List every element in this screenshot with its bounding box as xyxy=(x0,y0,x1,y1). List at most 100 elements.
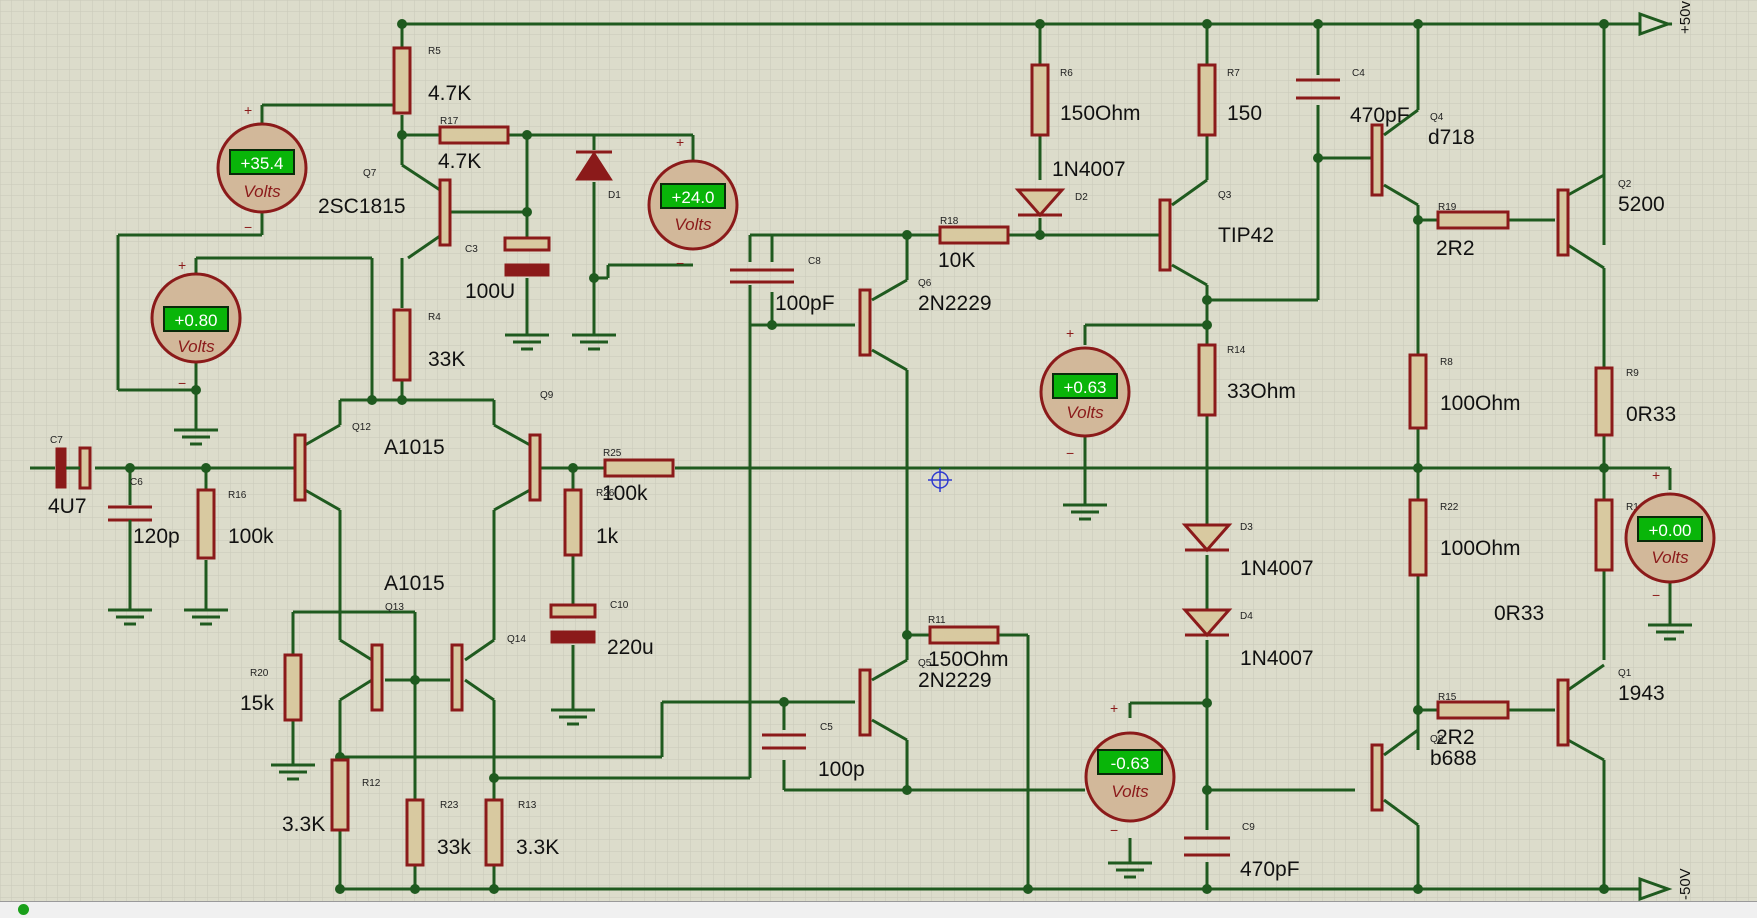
transistor-q9[interactable]: Q9 xyxy=(528,390,554,502)
voltmeter-vm5[interactable]: -0.63 Volts +− xyxy=(1084,700,1176,838)
capacitor-c9[interactable]: C9 470pF xyxy=(1184,822,1300,881)
svg-text:1N4007: 1N4007 xyxy=(1052,158,1126,181)
transistor-q4[interactable]: Q4 d718 xyxy=(1370,112,1475,197)
voltmeter-vm3[interactable]: +24.0 Volts +− xyxy=(647,134,739,271)
svg-text:+24.0: +24.0 xyxy=(671,188,714,207)
resistor-r17[interactable]: R17 4.7K xyxy=(438,116,510,173)
resistor-r5[interactable]: R5 4.7K xyxy=(392,46,471,115)
resistor-r19[interactable]: R19 2R2 xyxy=(1436,202,1510,260)
svg-text:33k: 33k xyxy=(437,836,471,859)
zener-diode-d1[interactable]: D1 xyxy=(575,150,621,201)
svg-text:C3: C3 xyxy=(465,244,478,255)
resistor-r9[interactable]: R9 0R33 xyxy=(1594,366,1676,437)
svg-text:+: + xyxy=(1652,467,1660,483)
transistor-q5[interactable]: Q5 2N2229 xyxy=(858,658,992,737)
svg-text:2N2229: 2N2229 xyxy=(918,669,992,692)
transistor-q3[interactable]: Q3 TIP42 xyxy=(1158,190,1274,272)
svg-text:Volts: Volts xyxy=(1651,548,1689,567)
diode-d3[interactable]: D3 1N4007 xyxy=(1181,522,1314,580)
svg-text:4.7K: 4.7K xyxy=(438,150,481,173)
resistor-r26[interactable]: R26 1k xyxy=(563,488,619,557)
resistor-r14[interactable]: R14 33Ohm xyxy=(1197,343,1296,417)
capacitor-c3[interactable]: C3 100U xyxy=(465,236,551,303)
svg-text:R20: R20 xyxy=(250,668,269,679)
capacitor-c5[interactable]: C5 100p xyxy=(762,722,865,781)
resistor-r25[interactable]: R25 100k xyxy=(602,448,675,505)
diode-d4[interactable]: D4 1N4007 xyxy=(1181,608,1314,670)
svg-text:4.7K: 4.7K xyxy=(428,82,471,105)
transistor-q7[interactable]: Q7 2SC1815 xyxy=(318,168,452,247)
svg-text:R12: R12 xyxy=(362,778,381,789)
svg-text:2R2: 2R2 xyxy=(1436,237,1475,260)
resistor-r8[interactable]: R8 100Ohm xyxy=(1408,353,1521,430)
svg-text:R13: R13 xyxy=(518,800,537,811)
capacitor-c7[interactable]: C7 4U7 xyxy=(48,435,92,518)
diode-d2[interactable]: D2 1N4007 xyxy=(1014,158,1126,218)
svg-text:100p: 100p xyxy=(818,758,865,781)
svg-text:-50V: -50V xyxy=(1677,868,1694,900)
svg-text:33K: 33K xyxy=(428,348,465,371)
svg-text:+: + xyxy=(1066,325,1074,341)
svg-text:D1: D1 xyxy=(608,190,621,201)
resistor-r4[interactable]: R4 33K xyxy=(392,308,465,382)
svg-text:-0.63: -0.63 xyxy=(1111,754,1150,773)
voltmeter-vm1[interactable]: +35.4 Volts +− xyxy=(216,102,308,235)
capacitor-c8[interactable]: C8 100pF xyxy=(730,233,835,325)
transistor-q14[interactable]: Q14 xyxy=(450,634,526,712)
svg-text:3.3K: 3.3K xyxy=(516,836,559,859)
voltmeter-vm2[interactable]: +0.80 Volts +− xyxy=(150,257,242,391)
svg-text:−: − xyxy=(1066,445,1074,461)
svg-text:C6: C6 xyxy=(130,477,143,488)
svg-text:1N4007: 1N4007 xyxy=(1240,647,1314,670)
svg-text:150Ohm: 150Ohm xyxy=(928,648,1009,671)
svg-text:R16: R16 xyxy=(228,490,247,501)
voltmeter-vm6[interactable]: +0.00 Volts + − xyxy=(1624,467,1716,603)
svg-text:R18: R18 xyxy=(940,216,959,227)
resistor-r13[interactable]: R13 3.3K xyxy=(484,798,559,867)
svg-text:Volts: Volts xyxy=(177,337,215,356)
svg-text:R11: R11 xyxy=(928,615,946,626)
resistor-r10[interactable]: R1 0R33 xyxy=(1494,498,1639,625)
svg-text:C5: C5 xyxy=(820,722,833,733)
capacitor-c10[interactable]: C10 220u xyxy=(549,600,654,659)
svg-text:−: − xyxy=(1652,587,1660,603)
svg-text:+0.63: +0.63 xyxy=(1063,378,1106,397)
svg-text:R26: R26 xyxy=(596,488,615,499)
resistor-r20[interactable]: R20 15k xyxy=(240,653,303,722)
svg-text:Q1: Q1 xyxy=(1618,668,1632,679)
svg-text:+50v: +50v xyxy=(1677,1,1694,34)
svg-text:470pF: 470pF xyxy=(1240,858,1300,881)
svg-text:0R33: 0R33 xyxy=(1494,602,1544,625)
resistor-r6[interactable]: R6 150Ohm xyxy=(1030,63,1141,137)
transistor-q1[interactable]: Q1 1943 xyxy=(1556,668,1665,747)
svg-text:+0.00: +0.00 xyxy=(1648,521,1691,540)
resistor-r15[interactable]: R15 2R2 xyxy=(1436,692,1510,749)
transistor-q13[interactable]: Q13 A1015 xyxy=(370,572,445,712)
transistor-q12[interactable]: Q12 A1015 xyxy=(293,422,445,502)
resistor-r23[interactable]: R23 33k xyxy=(405,798,471,867)
svg-text:2N2229: 2N2229 xyxy=(918,292,992,315)
svg-text:100k: 100k xyxy=(228,525,274,548)
resistor-r12[interactable]: R12 3.3K xyxy=(282,758,381,836)
resistor-r16[interactable]: R16 100k xyxy=(196,488,274,560)
resistor-r11[interactable]: R11 150Ohm xyxy=(928,615,1009,671)
capacitor-c4[interactable]: C4 470pF xyxy=(1296,68,1410,127)
crosshair-probe-icon[interactable] xyxy=(928,468,952,492)
transistor-q8[interactable]: Q8 b688 xyxy=(1370,734,1477,812)
svg-text:C8: C8 xyxy=(808,256,821,267)
capacitor-c6[interactable]: C6 120p xyxy=(108,477,180,555)
status-bar xyxy=(0,901,1757,918)
svg-text:100Ohm: 100Ohm xyxy=(1440,537,1521,560)
svg-text:150: 150 xyxy=(1227,102,1262,125)
resistor-r18[interactable]: R18 10K xyxy=(938,216,1010,272)
svg-text:Q2: Q2 xyxy=(1618,179,1632,190)
positive-rail-arrow-icon: +50v xyxy=(1638,1,1694,37)
svg-text:R17: R17 xyxy=(440,116,459,127)
svg-text:C9: C9 xyxy=(1242,822,1255,833)
voltmeter-vm4[interactable]: +0.63 Volts +− xyxy=(1039,325,1131,461)
resistor-r22[interactable]: R22 100Ohm xyxy=(1408,498,1521,577)
transistor-q6[interactable]: Q6 2N2229 xyxy=(858,278,992,357)
resistor-r7[interactable]: R7 150 xyxy=(1197,63,1262,137)
transistor-q2[interactable]: Q2 5200 xyxy=(1556,179,1665,257)
